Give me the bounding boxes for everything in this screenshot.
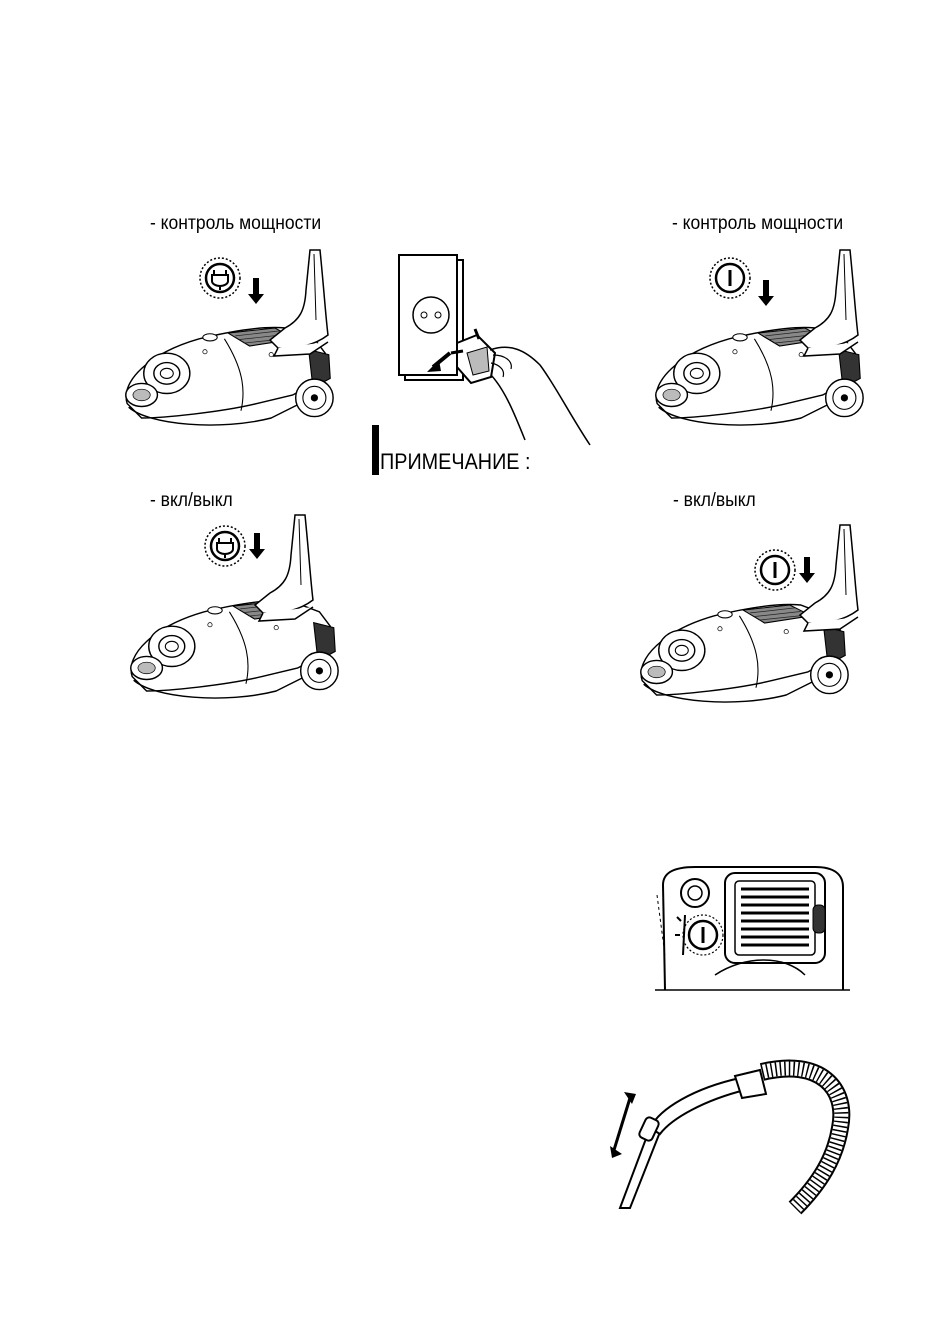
hose-handle-illustration xyxy=(600,1058,860,1208)
down-arrow-icon xyxy=(758,280,774,306)
note-bar-mark xyxy=(372,425,379,475)
power-line-icon xyxy=(755,550,795,590)
down-arrow-icon xyxy=(248,278,264,304)
note-text: ПРИМЕЧАНИЕ : xyxy=(380,451,531,475)
vacuum-illustration-middle-right xyxy=(635,525,865,755)
power-line-icon xyxy=(710,258,750,298)
plug-icon xyxy=(200,258,240,298)
note-heading: ПРИМЕЧАНИЕ : xyxy=(372,425,547,475)
vacuum-rear-panel-illustration xyxy=(655,865,850,993)
vacuum-illustration-middle-left xyxy=(125,515,345,745)
down-arrow-icon xyxy=(799,557,815,583)
on-off-label-left: - вкл/выкл xyxy=(150,491,233,510)
power-control-label-right: - контроль мощности xyxy=(672,214,843,233)
power-control-label-left: - контроль мощности xyxy=(150,214,321,233)
on-off-label-right: - вкл/выкл xyxy=(673,491,756,510)
vacuum-illustration-top-right xyxy=(650,240,870,470)
down-arrow-icon xyxy=(249,533,265,559)
vacuum-illustration-top-left xyxy=(120,240,340,470)
plug-icon xyxy=(205,526,245,566)
